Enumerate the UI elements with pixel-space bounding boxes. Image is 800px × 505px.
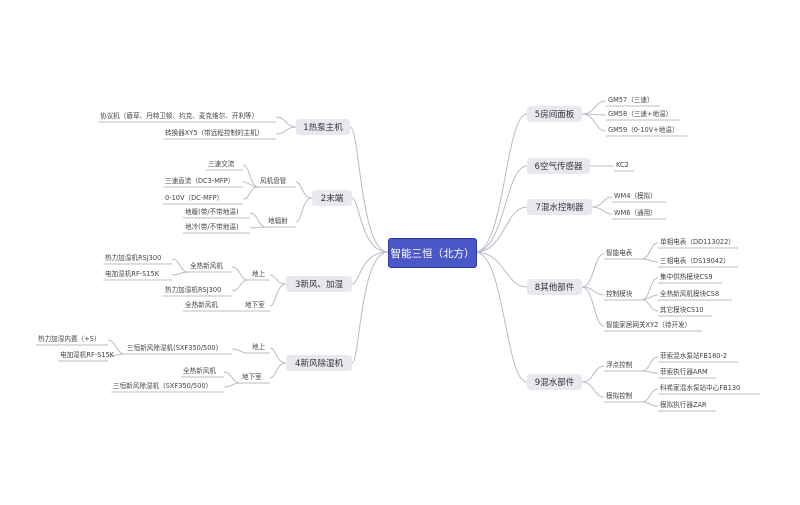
node-floor-radiation[interactable]: 地辐射 <box>268 217 288 225</box>
leaf-floor-cooling[interactable]: 地冷(带/不带地温) <box>185 223 239 231</box>
leaf-0-10v[interactable]: 0-10V（DC-MFP） <box>165 194 224 202</box>
leaf-gateway-xy2[interactable]: 智能家居网关XY2（待开发） <box>606 321 692 329</box>
node-above-ground-4[interactable]: 地上 <box>252 343 266 351</box>
leaf-gm59[interactable]: GM59（0-10V+地温） <box>608 126 679 134</box>
node-heat-recovery-fresh-3[interactable]: 全热新风机 <box>190 262 223 270</box>
leaf-gm58[interactable]: GM58（三速+地温） <box>608 110 673 118</box>
node-above-ground-3[interactable]: 地上 <box>252 270 266 278</box>
node-fan-coil[interactable]: 风机盘管 <box>260 177 287 185</box>
branch-mix-controller[interactable]: 7混水控制器 <box>527 199 592 215</box>
leaf-floor-heating[interactable]: 地暖(带/不带地温) <box>185 208 239 216</box>
branch-fresh-air-humidify[interactable]: 3新风、加湿 <box>286 276 352 292</box>
leaf-rsj300-b[interactable]: 热力加湿机RSJ300 <box>165 286 222 294</box>
leaf-three-phase-meter[interactable]: 三相电表（DS19042） <box>660 257 730 265</box>
leaf-kc2[interactable]: KC2 <box>616 161 629 169</box>
branch-mix-parts[interactable]: 9混水部件 <box>527 374 582 390</box>
leaf-zar[interactable]: 模拟执行器ZAR <box>660 401 707 409</box>
node-analog-control[interactable]: 模拟控制 <box>606 392 633 400</box>
leaf-converter-xy5[interactable]: 转换器XY5（带远程控制的主机） <box>165 129 264 137</box>
leaf-fb130[interactable]: 科希家混水泵站中心FB130 <box>660 384 741 392</box>
leaf-sxf-basement[interactable]: 三恒新风除湿机（SXF350/500） <box>113 382 213 390</box>
leaf-rsj300-a[interactable]: 热力加湿机RSJ300 <box>105 254 162 262</box>
leaf-gm57[interactable]: GM57（三速） <box>608 96 654 104</box>
root-node[interactable]: 智能三恒（北方） <box>388 238 477 268</box>
branch-terminal[interactable]: 2末端 <box>312 190 352 206</box>
node-control-module[interactable]: 控制模块 <box>606 290 633 298</box>
branch-room-panel[interactable]: 5房间面板 <box>527 106 582 122</box>
leaf-wm4[interactable]: WM4（模拟） <box>614 192 657 200</box>
leaf-cs9[interactable]: 集中供热模块CS9 <box>660 273 713 281</box>
leaf-single-phase-meter[interactable]: 单相电表（DD113022） <box>660 238 735 246</box>
node-sxf-dehumidifier[interactable]: 三恒新风除湿机(SXF350/500) <box>127 344 219 352</box>
leaf-heat-recovery-fresh-basement[interactable]: 全热新风机 <box>185 301 218 309</box>
leaf-rf-s15k-b[interactable]: 电加湿机RF-S15K <box>60 351 115 359</box>
leaf-built-in-humidify[interactable]: 热力加湿内置（+S） <box>38 335 101 343</box>
leaf-arm[interactable]: 菲索执行器ARM <box>660 368 708 376</box>
leaf-fb180-2[interactable]: 菲索混水泵站FB180-2 <box>660 352 728 360</box>
leaf-wm6[interactable]: WM6（通用） <box>614 209 657 217</box>
leaf-cs10[interactable]: 其它模块CS10 <box>660 306 704 314</box>
branch-other-parts[interactable]: 8其他部件 <box>527 279 582 295</box>
node-smart-meter[interactable]: 智能电表 <box>606 249 633 257</box>
branch-air-sensor[interactable]: 6空气传感器 <box>527 158 590 174</box>
leaf-cs8[interactable]: 全热新风机模块CS8 <box>660 290 720 298</box>
leaf-three-speed-ac[interactable]: 三速交流 <box>208 160 235 168</box>
branch-heat-pump[interactable]: 1热泵主机 <box>296 119 350 135</box>
leaf-protocol-machine[interactable]: 协议机（盾草、丹特卫顿、约克、麦克维尔、开利等） <box>100 112 259 120</box>
leaf-rf-s15k-a[interactable]: 电加湿机RF-S15K <box>105 270 160 278</box>
node-float-control[interactable]: 浮点控制 <box>606 361 633 369</box>
leaf-heat-recovery-fresh-4[interactable]: 全热新风机 <box>183 367 216 375</box>
node-basement-3[interactable]: 地下室 <box>245 301 265 309</box>
leaf-three-speed-dc[interactable]: 三速直流（DC3-MFP） <box>165 177 235 185</box>
branch-fresh-air-dehumidifier[interactable]: 4新风除湿机 <box>286 355 352 371</box>
node-basement-4[interactable]: 地下室 <box>242 373 262 381</box>
